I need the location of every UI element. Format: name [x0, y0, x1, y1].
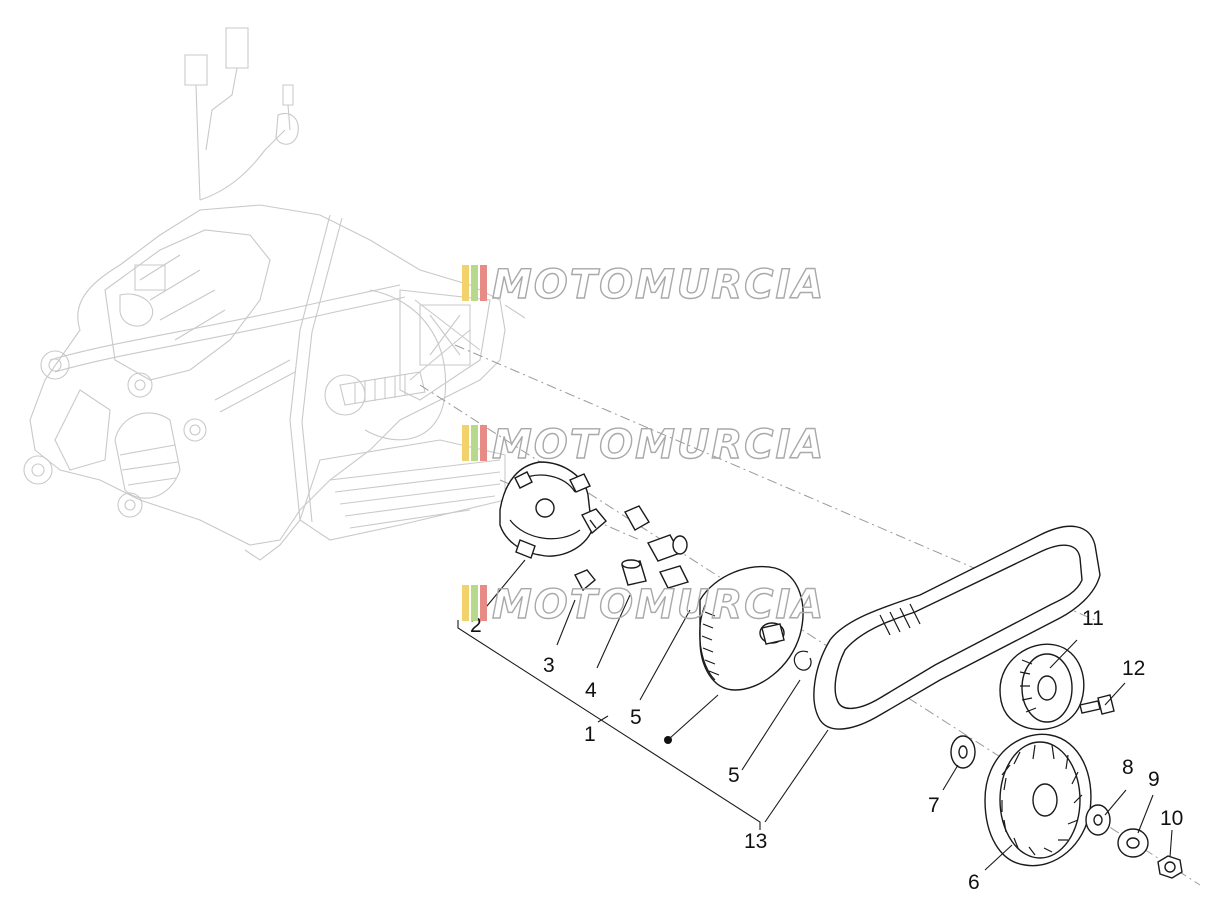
part-movable-pulley [699, 565, 804, 691]
part-circlip [793, 650, 812, 671]
watermark-2: MOTOMURCIA [462, 421, 825, 469]
part-screw [1079, 694, 1115, 715]
callout-11: 11 [1082, 607, 1104, 630]
callout-4: 4 [585, 679, 597, 702]
callout-1: 1 [584, 723, 596, 746]
callout-8: 8 [1122, 756, 1134, 779]
watermark-stripe-3 [480, 425, 487, 461]
watermark-stripe-1 [462, 265, 469, 301]
callout-5-bottom: 5 [728, 764, 740, 787]
part-drive-belt [813, 525, 1101, 730]
callout-5-top: 5 [630, 706, 642, 729]
callout-labels: 1 2 3 4 5 5 6 7 8 9 10 11 12 13 [470, 607, 1183, 894]
callout-12: 12 [1122, 657, 1145, 680]
watermark-text: MOTOMURCIA [492, 262, 825, 308]
watermark-stripe-1 [462, 585, 469, 621]
watermark-text: MOTOMURCIA [492, 582, 825, 628]
watermark-stripe-3 [480, 265, 487, 301]
callout-13: 13 [744, 830, 767, 853]
callout-9: 9 [1148, 768, 1160, 791]
watermark-1: MOTOMURCIA [462, 261, 825, 309]
part-washer [950, 735, 976, 769]
part-ramp-plate [499, 461, 593, 559]
watermark-text: MOTOMURCIA [492, 422, 825, 468]
part-sliders [574, 508, 607, 592]
assembly-bracket [457, 620, 761, 830]
watermark-stripe-2 [471, 265, 478, 301]
callout-10: 10 [1160, 807, 1183, 830]
leader-lines [481, 559, 1173, 871]
part-roller-weights [621, 505, 689, 589]
watermark-3: MOTOMURCIA [462, 581, 825, 629]
watermark-stripe-1 [462, 425, 469, 461]
callout-2: 2 [470, 614, 482, 637]
watermark-stripe-3 [480, 585, 487, 621]
watermark-stripe-2 [471, 425, 478, 461]
part-fan-pulley [984, 733, 1092, 867]
callout-6: 6 [968, 871, 980, 894]
engine-assembly [23, 27, 526, 561]
watermark-stripe-2 [471, 585, 478, 621]
part-nut [1157, 855, 1183, 879]
part-washer-2 [1085, 804, 1111, 836]
callout-7: 7 [928, 794, 940, 817]
callout-3: 3 [543, 654, 555, 677]
part-idler-roller [999, 643, 1085, 731]
part-cup-washer [1117, 828, 1149, 858]
